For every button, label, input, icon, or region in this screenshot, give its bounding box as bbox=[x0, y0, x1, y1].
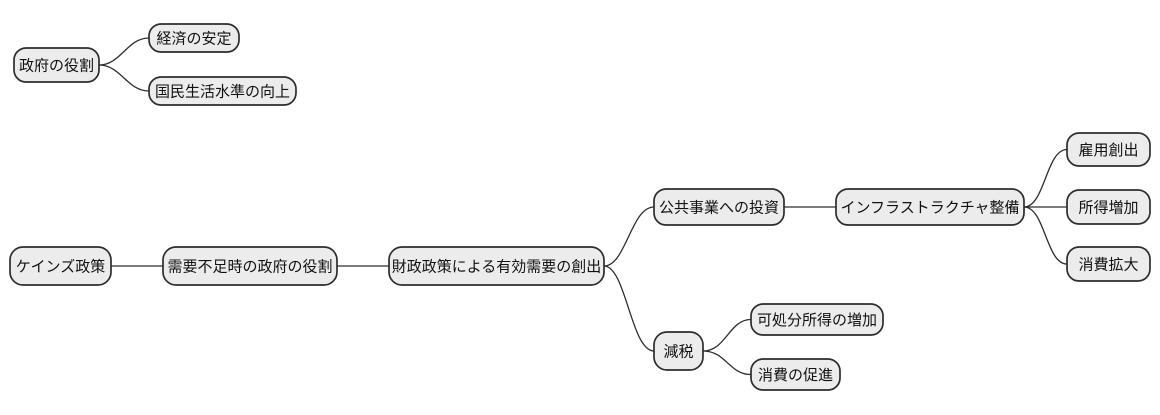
node-effective-demand-creation: 財政政策による有効需要の創出 bbox=[388, 246, 605, 286]
node-consumption-expansion: 消費拡大 bbox=[1066, 246, 1151, 282]
node-box bbox=[148, 76, 297, 106]
node-label: 可処分所得の増加 bbox=[757, 312, 877, 329]
edge-tax-cut-consumption-promotion bbox=[702, 350, 752, 376]
edge-effective-demand-tax-cut bbox=[603, 265, 655, 352]
edge-infrastructure-consumption-expansion bbox=[1023, 206, 1068, 265]
node-gov-role-demand-shortage: 需要不足時の政府の役割 bbox=[162, 246, 338, 286]
node-job-creation: 雇用創出 bbox=[1066, 132, 1151, 167]
node-label: 経済の安定 bbox=[156, 30, 231, 47]
edge-layer bbox=[98, 37, 1068, 376]
node-label: 消費拡大 bbox=[1078, 256, 1138, 273]
edge-government-role-living-standard bbox=[98, 64, 150, 92]
node-box bbox=[1066, 132, 1151, 167]
node-label: 雇用創出 bbox=[1078, 142, 1138, 159]
node-box bbox=[388, 246, 605, 286]
node-label: 政府の役割 bbox=[19, 57, 94, 74]
node-box bbox=[835, 188, 1025, 226]
node-label: インフラストラクチャ整備 bbox=[840, 199, 1019, 216]
node-public-works-investment: 公共事業への投資 bbox=[653, 188, 785, 226]
node-tax-cut: 減税 bbox=[653, 331, 704, 371]
node-box bbox=[148, 23, 240, 53]
node-income-increase: 所得増加 bbox=[1066, 189, 1151, 225]
node-label: 消費の促進 bbox=[758, 367, 833, 384]
node-label: ケインズ政策 bbox=[16, 258, 105, 275]
node-label: 所得増加 bbox=[1078, 199, 1138, 216]
node-box bbox=[13, 47, 100, 83]
node-consumption-promotion: 消費の促進 bbox=[750, 358, 841, 391]
node-label: 需要不足時の政府の役割 bbox=[167, 258, 332, 275]
edge-government-role-economic-stability bbox=[98, 37, 150, 66]
node-government-role: 政府の役割 bbox=[13, 47, 100, 83]
node-box bbox=[653, 331, 704, 371]
node-box bbox=[750, 303, 884, 336]
node-living-standard-improvement: 国民生活水準の向上 bbox=[148, 76, 297, 106]
node-box bbox=[750, 358, 841, 391]
node-economic-stability: 経済の安定 bbox=[148, 23, 240, 53]
edge-tax-cut-disposable-income bbox=[702, 318, 752, 352]
node-box bbox=[1066, 189, 1151, 225]
node-box bbox=[9, 246, 112, 286]
node-label: 国民生活水準の向上 bbox=[155, 83, 290, 100]
node-box bbox=[162, 246, 338, 286]
node-keynesian-policy: ケインズ政策 bbox=[9, 246, 112, 286]
edge-effective-demand-public-works bbox=[603, 206, 655, 267]
node-label: 公共事業への投資 bbox=[659, 199, 779, 216]
node-label: 減税 bbox=[663, 343, 693, 360]
edge-infrastructure-job-creation bbox=[1023, 148, 1068, 208]
node-infrastructure-development: インフラストラクチャ整備 bbox=[835, 188, 1025, 226]
node-label: 財政政策による有効需要の創出 bbox=[392, 258, 602, 275]
node-disposable-income-increase: 可処分所得の増加 bbox=[750, 303, 884, 336]
node-box bbox=[1066, 246, 1151, 282]
node-box bbox=[653, 188, 785, 226]
